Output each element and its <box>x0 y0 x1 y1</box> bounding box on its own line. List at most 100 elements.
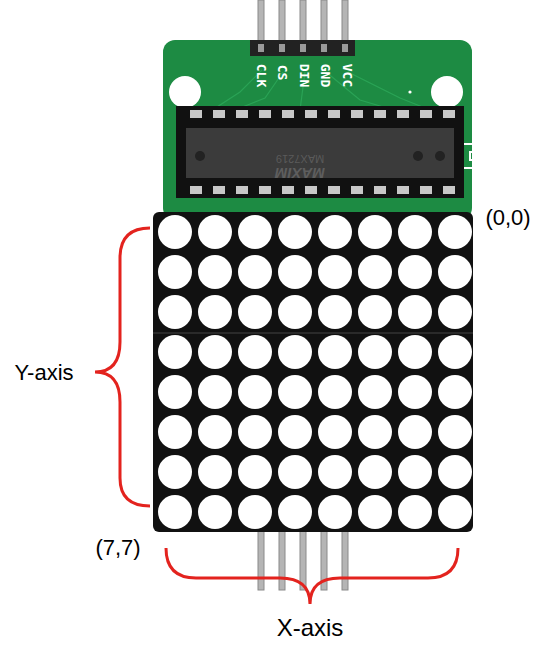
chip-pins <box>190 110 455 194</box>
chip-part-number: MAX7219 <box>276 153 324 164</box>
chip-logo: MAXIM <box>275 166 325 181</box>
led-dots <box>158 215 472 529</box>
chip-pin <box>351 186 363 194</box>
pin-label: VCC <box>341 63 354 86</box>
led-dot <box>238 295 272 329</box>
led-dot <box>158 295 192 329</box>
chip-dot <box>435 151 445 161</box>
led-dot <box>278 375 312 409</box>
led-dot <box>398 415 432 449</box>
chip-pin <box>305 110 317 118</box>
led-dot <box>438 255 472 289</box>
header-pin-tops <box>258 44 348 52</box>
led-dot <box>198 295 232 329</box>
chip-pin <box>190 186 202 194</box>
led-dot <box>158 495 192 529</box>
led-dot <box>198 375 232 409</box>
led-dot <box>358 215 392 249</box>
led-dot <box>278 255 312 289</box>
led-dot <box>438 415 472 449</box>
origin-label: (0,0) <box>485 207 530 229</box>
led-dot <box>398 455 432 489</box>
pin-label: CLK <box>255 63 268 86</box>
pin-header <box>250 40 355 56</box>
led-dot <box>438 455 472 489</box>
led-dot <box>198 255 232 289</box>
led-dot <box>278 415 312 449</box>
led-dot <box>358 495 392 529</box>
led-dot <box>318 295 352 329</box>
chip-notch <box>464 144 476 168</box>
led-dot <box>198 495 232 529</box>
chip-pin <box>351 110 363 118</box>
axis-label: X-axis <box>277 616 344 640</box>
led-dot <box>158 375 192 409</box>
led-dot <box>318 375 352 409</box>
led-dot <box>438 295 472 329</box>
led-dot <box>358 375 392 409</box>
led-dot <box>438 215 472 249</box>
pcb-dot <box>408 90 411 93</box>
led-dot <box>398 335 432 369</box>
chip-pin <box>420 110 432 118</box>
led-dot <box>318 455 352 489</box>
chip-pin <box>282 186 294 194</box>
chip-pin <box>328 186 340 194</box>
chip-pin <box>259 186 271 194</box>
chip-pin <box>443 110 455 118</box>
led-dot <box>398 255 432 289</box>
led-dot <box>158 415 192 449</box>
x-bracket <box>166 548 458 604</box>
led-dot <box>198 335 232 369</box>
led-matrix <box>153 212 473 532</box>
pcb-board <box>163 40 472 220</box>
pin-label: GND <box>319 63 332 86</box>
led-dot <box>278 455 312 489</box>
led-dot <box>438 335 472 369</box>
led-dot <box>358 255 392 289</box>
led-dot <box>238 375 272 409</box>
chip-pin <box>236 186 248 194</box>
led-dot <box>158 335 192 369</box>
chip-pin <box>236 110 248 118</box>
led-dot <box>278 215 312 249</box>
y-bracket <box>95 228 150 506</box>
chip-dot <box>413 151 423 161</box>
led-dot <box>398 215 432 249</box>
led-dot <box>438 375 472 409</box>
led-dot <box>318 415 352 449</box>
led-dot <box>238 215 272 249</box>
led-dot <box>238 335 272 369</box>
led-dot <box>358 415 392 449</box>
bottom-pins <box>258 528 348 590</box>
chip-pin <box>374 186 386 194</box>
led-dot <box>358 335 392 369</box>
chip-pin <box>259 110 271 118</box>
corner-label: (7,7) <box>95 537 140 559</box>
chip-pin <box>328 110 340 118</box>
chip-pin <box>282 110 294 118</box>
led-dot <box>158 455 192 489</box>
led-dot <box>318 215 352 249</box>
chip-pin <box>213 186 225 194</box>
led-dot <box>398 295 432 329</box>
chip-pin <box>397 110 409 118</box>
led-dot <box>238 495 272 529</box>
led-dot <box>358 455 392 489</box>
chip-pin <box>397 186 409 194</box>
mount-hole <box>431 76 463 108</box>
chip-outline <box>176 106 464 198</box>
chip-pin <box>420 186 432 194</box>
pin-label: DIN <box>298 63 311 86</box>
led-dot <box>318 495 352 529</box>
led-dot <box>318 335 352 369</box>
led-dot <box>438 495 472 529</box>
matrix-seam <box>153 333 473 334</box>
led-dot <box>278 495 312 529</box>
chip-pin <box>190 110 202 118</box>
led-dot <box>398 375 432 409</box>
led-dot <box>238 455 272 489</box>
mount-hole <box>169 76 201 108</box>
